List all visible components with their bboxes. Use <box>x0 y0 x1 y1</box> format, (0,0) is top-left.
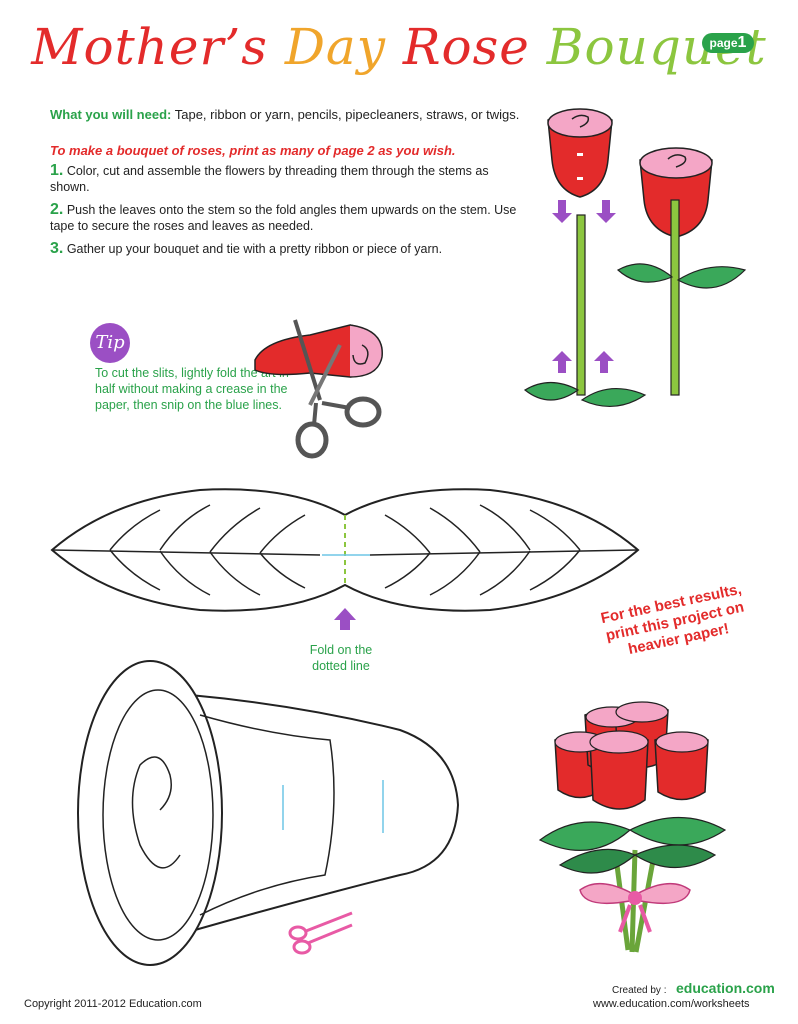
leaf-2 <box>580 387 647 408</box>
materials-line: What you will need: Tape, ribbon or yarn… <box>50 107 519 122</box>
page-number-badge: page1 <box>702 33 754 53</box>
rose-cutout <box>77 660 460 966</box>
leaf-cutout <box>50 488 640 630</box>
step-number: 3. <box>50 240 64 257</box>
step-2: 2. Push the leaves onto the stem so the … <box>50 202 530 234</box>
instructions-heading: To make a bouquet of roses, print as man… <box>50 143 456 158</box>
rose-head-2 <box>639 147 713 238</box>
leaf-4 <box>676 266 747 289</box>
arrow-down-icon <box>596 200 616 223</box>
education-logo[interactable]: education.com <box>676 980 775 996</box>
page-label: page <box>709 36 738 50</box>
leaf-1 <box>523 381 580 401</box>
scissors-icon <box>293 319 382 459</box>
step-text: Gather up your bouquet and tie with a pr… <box>66 242 443 256</box>
arrow-up-icon <box>594 351 614 373</box>
leaf-3 <box>616 263 674 283</box>
step-number: 2. <box>50 201 64 218</box>
fold-instruction: Fold on the dotted line <box>309 643 373 673</box>
step-number: 1. <box>50 162 64 179</box>
bow-icon <box>579 882 691 933</box>
worksheets-link[interactable]: www.education.com/worksheets <box>593 998 750 1010</box>
arrow-up-icon <box>334 608 356 630</box>
page-title: Mother’s Day Rose Bouquet <box>0 18 798 76</box>
title-word-mothers: Mother’s <box>31 18 268 76</box>
created-by-label: Created by : <box>612 985 667 996</box>
materials-label: What you will need: <box>50 107 172 122</box>
step-text: Color, cut and assemble the flowers by t… <box>50 164 489 194</box>
stem-1 <box>576 214 586 396</box>
title-word-rose: Rose <box>402 18 530 76</box>
copyright: Copyright 2011-2012 Education.com <box>24 998 202 1010</box>
step-3: 3. Gather up your bouquet and tie with a… <box>50 241 530 257</box>
step-1: 1. Color, cut and assemble the flowers b… <box>50 163 530 195</box>
arrow-down-icon <box>552 200 572 223</box>
rose-assembly-diagram <box>523 108 747 408</box>
tip-text: To cut the slits, lightly fold the art i… <box>95 366 289 412</box>
bouquet-illustration <box>538 701 727 953</box>
stem-2 <box>670 199 680 396</box>
step-text: Push the leaves onto the stem so the fol… <box>50 203 517 233</box>
tip-badge: Tip <box>90 323 130 363</box>
materials-text: Tape, ribbon or yarn, pencils, pipeclean… <box>174 107 520 122</box>
arrow-up-icon <box>552 351 572 373</box>
scissors-icon <box>288 911 353 955</box>
title-word-day: Day <box>284 18 386 76</box>
rose-head-1 <box>547 108 613 198</box>
scissors-cutting-illustration <box>254 319 383 459</box>
page-number: 1 <box>737 34 747 51</box>
